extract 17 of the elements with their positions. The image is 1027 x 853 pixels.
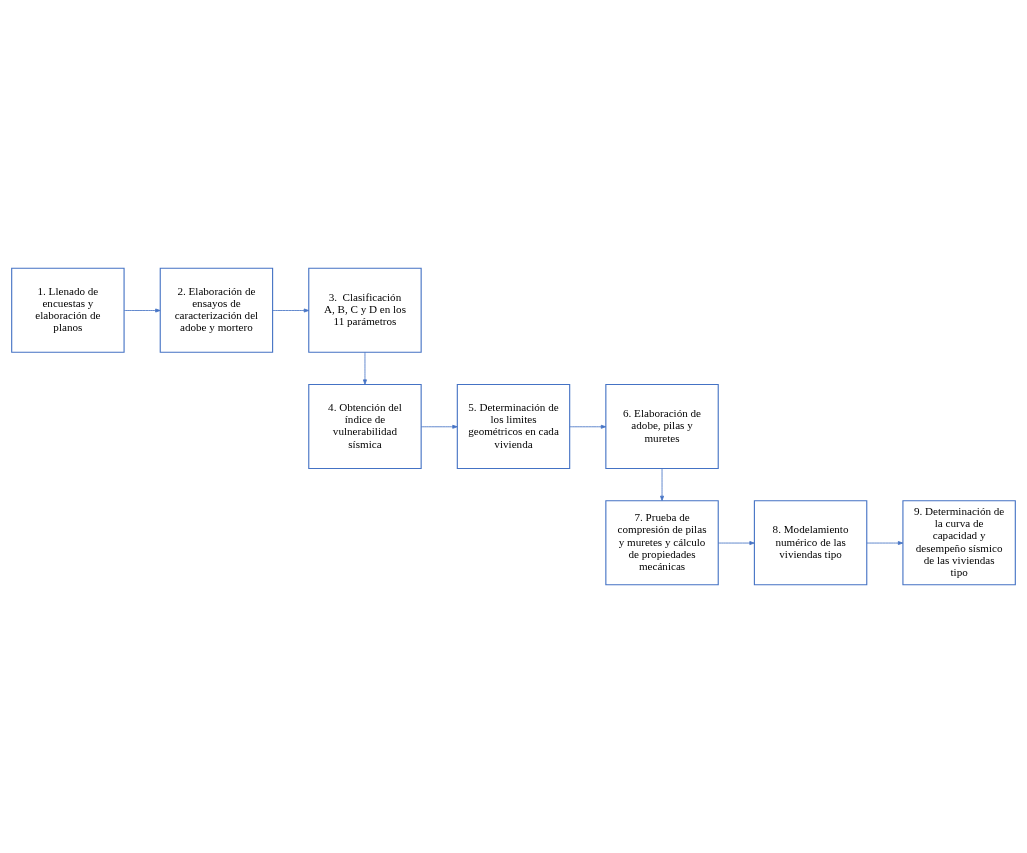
arrow [123, 308, 161, 313]
node-box: 9. Determinación de la curva de capacidad y desempeño sísmico de las viviendas tipo [902, 500, 1016, 586]
node-box: 4. Obtención del índice de vulnerabilidad sísmica [308, 383, 422, 470]
arrow [866, 541, 904, 546]
node-box: 3. Clasificación A, B, C y D en los 11 parámetros [308, 267, 422, 353]
arrow [718, 541, 755, 546]
node-box: 2. Elaboración de ensayos de caracterización del adobe y mortero [159, 267, 274, 353]
node-box: 1. Llenado de encuestas y elaboración de planos [11, 267, 125, 353]
arrow [569, 424, 607, 429]
arrow [660, 468, 664, 501]
arrow [272, 308, 310, 313]
arrow [420, 424, 458, 429]
node-box: 7. Prueba de compresión de pilas y muretes y cálculo de propiedades mecánicas [605, 500, 719, 586]
node-box: 8. Modelamiento numérico de las viviendas tipo [753, 500, 868, 586]
node-box: 6. Elaboración de adobe, pilas y muretes [605, 383, 719, 470]
node-box: 5. Determinación de los limites geométricos en cada vivienda [456, 383, 571, 470]
arrow [363, 351, 367, 385]
